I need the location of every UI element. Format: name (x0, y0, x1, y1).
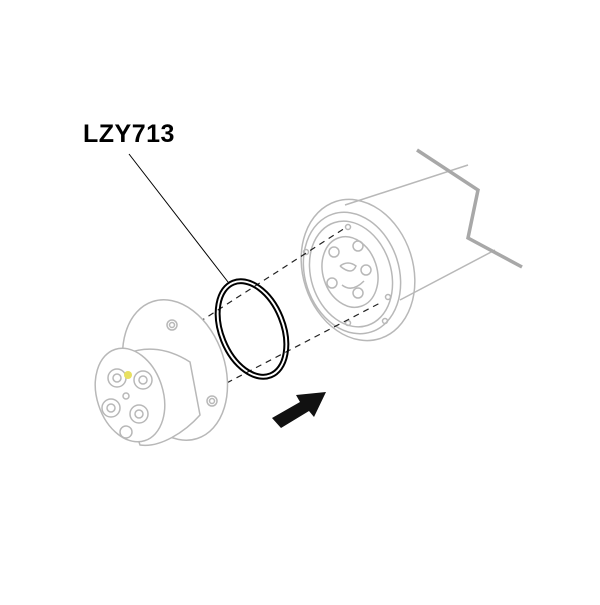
highlight-marker (124, 371, 132, 379)
leader-line (128, 153, 229, 283)
break-line (416, 148, 523, 269)
part-label: LZY713 (83, 120, 175, 148)
o-ring (214, 278, 290, 380)
socket-housing (300, 148, 523, 342)
alignment-lines (189, 227, 381, 389)
direction-arrow-icon (272, 392, 326, 428)
lamp-head (94, 299, 229, 447)
